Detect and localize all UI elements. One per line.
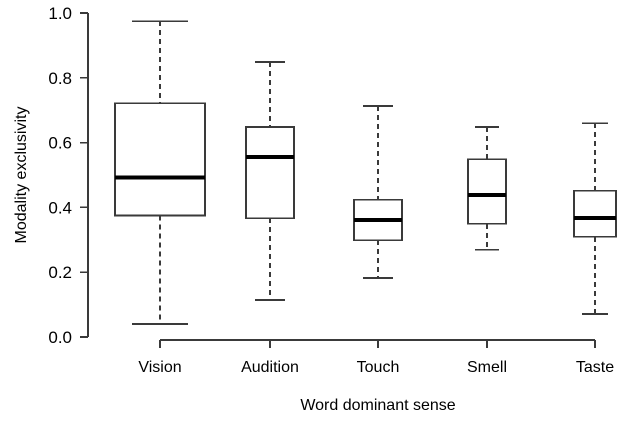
boxplot-smell (467, 126, 507, 251)
iqr-box (467, 158, 507, 225)
boxplot-audition (245, 61, 295, 301)
x-tick-label-audition: Audition (241, 359, 299, 376)
y-axis-tick-labels: 1.0 0.8 0.6 0.4 0.2 0.0 (48, 4, 72, 347)
boxplot-taste (573, 122, 617, 315)
boxplot-touch (353, 105, 403, 279)
x-axis-tick-marks (159, 340, 596, 348)
y-axis-title: Modality exclusivity (13, 107, 30, 244)
y-tick-label: 0.8 (48, 69, 72, 88)
x-tick-label-taste: Taste (576, 359, 614, 376)
x-tick-label-vision: Vision (138, 359, 181, 376)
y-tick-label: 0.4 (48, 198, 72, 217)
iqr-box (573, 190, 617, 238)
boxplot-vision (114, 20, 206, 325)
x-axis: Vision Audition Touch Smell Taste Word domin… (138, 339, 614, 414)
x-axis-title: Word dominant sense (300, 397, 455, 414)
x-tick-label-smell: Smell (467, 359, 507, 376)
x-axis-tick-labels: Vision Audition Touch Smell Taste (138, 359, 614, 376)
iqr-box (245, 126, 295, 219)
y-tick-label: 0.0 (48, 328, 72, 347)
box-series (114, 20, 617, 325)
y-tick-label: 1.0 (48, 4, 72, 23)
x-tick-label-touch: Touch (357, 359, 400, 376)
y-axis: 1.0 0.8 0.6 0.4 0.2 0.0 Modality exclusivity (13, 4, 89, 347)
iqr-box (114, 102, 206, 217)
y-tick-label: 0.6 (48, 134, 72, 153)
y-tick-label: 0.2 (48, 263, 72, 282)
y-axis-tick-marks (80, 12, 88, 338)
